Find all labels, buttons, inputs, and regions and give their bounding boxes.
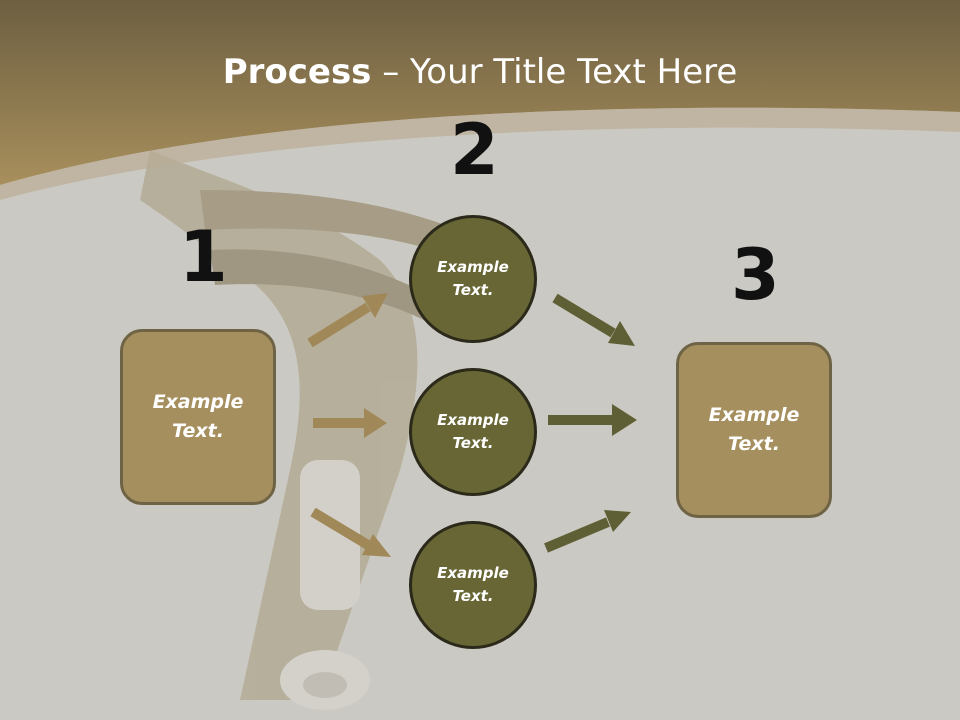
arrow-middle-to-3 [548, 404, 637, 436]
step-number-3: 3 [731, 234, 780, 316]
header-band [0, 0, 960, 185]
step-1-text: Example Text. [152, 391, 244, 442]
step-2-bottom-text: Example Text. [437, 564, 509, 605]
zipper-illustration [140, 150, 520, 710]
arrow-top-to-3 [552, 293, 635, 346]
step-3-text: Example Text. [708, 404, 800, 455]
step-2-top-text: Example Text. [437, 258, 509, 299]
header-curve [0, 107, 960, 200]
step-2-circle-middle: Example Text. [409, 368, 537, 496]
step-3-box: Example Text. [676, 342, 832, 518]
title-bold: Process [222, 52, 372, 92]
arrow-1-to-top [307, 293, 388, 348]
step-number-2: 2 [450, 109, 499, 191]
step-2-circle-top: Example Text. [409, 215, 537, 343]
step-number-1: 1 [179, 216, 228, 298]
step-2-circle-bottom: Example Text. [409, 521, 537, 649]
slide-title: Process – Your Title Text Here [0, 52, 960, 92]
step-2-middle-text: Example Text. [437, 411, 509, 452]
step-1-box: Example Text. [120, 329, 276, 505]
title-rest: – Your Title Text Here [371, 52, 738, 92]
arrow-1-to-middle [313, 408, 387, 438]
arrow-1-to-bottom [310, 507, 391, 557]
arrow-bottom-to-3 [544, 510, 631, 553]
